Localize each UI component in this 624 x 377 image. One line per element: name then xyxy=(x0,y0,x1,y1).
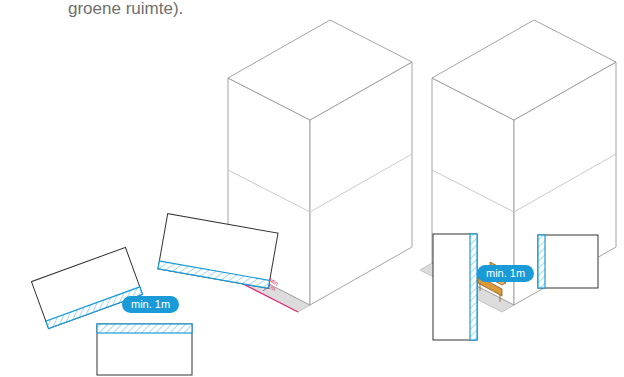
dimension-pill: min. 1m xyxy=(122,296,179,313)
plan-rect-c xyxy=(97,324,192,375)
plan-rect-d xyxy=(433,234,477,340)
dimension-text: min. 1m xyxy=(131,298,170,310)
heading-fragment: groene ruimte). xyxy=(68,0,183,18)
dimension-pill: min. 1m xyxy=(477,265,534,282)
dimension-text: min. 1m xyxy=(486,267,525,279)
plan-rect-b xyxy=(158,214,278,289)
plan-rect-a xyxy=(31,247,142,328)
plan-rect-e xyxy=(538,235,598,288)
